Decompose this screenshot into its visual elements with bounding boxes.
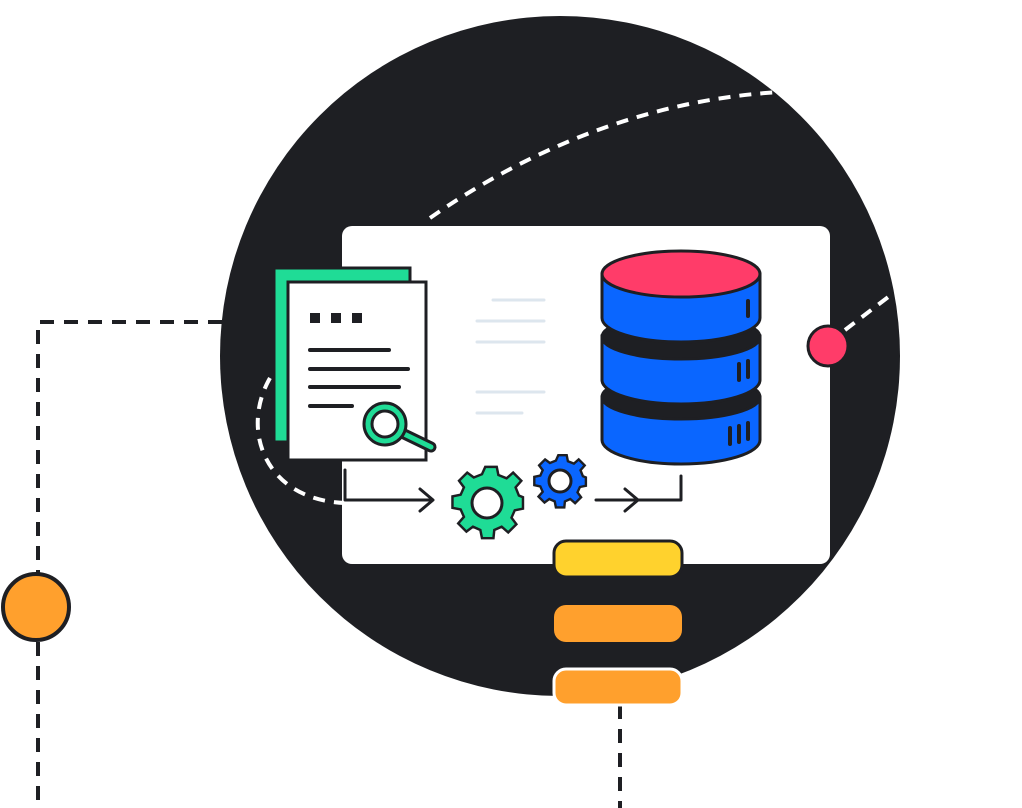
- yellow-bar: [552, 539, 684, 579]
- orange-bar-middle: [554, 605, 682, 642]
- arrow-to-database: [594, 474, 683, 513]
- document-search-icon: [272, 266, 437, 462]
- left-connector-dashed-line: [36, 320, 222, 808]
- gear-small-icon: [533, 453, 588, 509]
- orange-node-dot: [1, 572, 71, 642]
- faint-text-lines: [475, 298, 546, 415]
- magnifier-icon: [362, 401, 437, 453]
- orbit-dashed-arcs: [255, 90, 900, 505]
- database-icon: [600, 249, 762, 466]
- gear-large-icon: [451, 465, 525, 540]
- pink-node-dot: [806, 324, 850, 368]
- arrow-right-icon: [343, 468, 435, 513]
- orange-bar-bottom: [552, 667, 684, 707]
